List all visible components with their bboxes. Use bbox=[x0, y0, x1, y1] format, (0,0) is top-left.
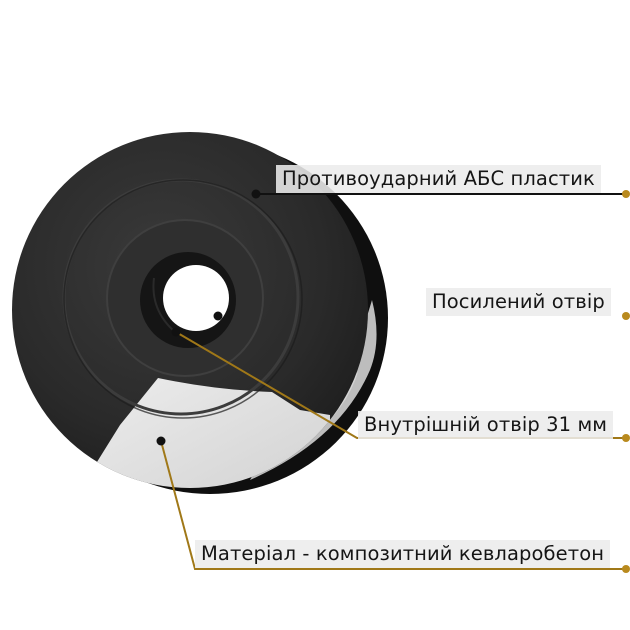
label-reinforced-hole: Посилений отвір bbox=[426, 288, 611, 316]
inner-hole-dot bbox=[171, 327, 181, 337]
hole-dot bbox=[213, 311, 223, 321]
material-dot bbox=[156, 436, 166, 446]
label-material: Матеріал - композитний кевларобетон bbox=[195, 540, 611, 568]
label-abs-plastic: Противоударний АБС пластик bbox=[276, 165, 601, 193]
abs-dot bbox=[251, 189, 261, 199]
label-inner-hole: Внутрішній отвір 31 мм bbox=[358, 411, 614, 439]
center-hole bbox=[140, 252, 236, 348]
